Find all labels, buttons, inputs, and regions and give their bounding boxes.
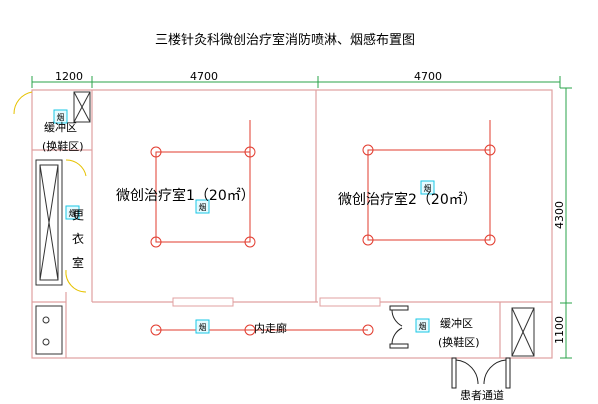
- changing-room-label-2: 衣: [72, 231, 84, 246]
- treatment-room-1-label: 微创治疗室1（20㎡）: [116, 187, 255, 204]
- sprinkler-head: [362, 144, 374, 156]
- sprinkler-network: [150, 120, 496, 336]
- smoke-detector-icon: [195, 199, 210, 214]
- cabinet-right: [511, 307, 535, 357]
- buffer-left-label-1: 缓冲区: [44, 120, 77, 134]
- smoke-detector-icon: [65, 205, 80, 220]
- detector-label: 烟: [199, 203, 207, 212]
- smoke-detector-icon: [53, 109, 68, 124]
- dim-right-lower: 1100: [553, 316, 566, 344]
- sprinkler-head: [244, 236, 256, 248]
- detector-label: 烟: [57, 113, 65, 122]
- buffer-left-label-2: (换鞋区): [42, 139, 84, 153]
- patient-passage-label: 患者通道: [460, 388, 504, 402]
- sprinkler-head: [150, 324, 162, 336]
- plan-title: 三楼针灸科微创治疗室消防喷淋、烟感布置图: [155, 32, 415, 48]
- cabinet-top-left: [73, 91, 91, 123]
- treatment-room-2-label: 微创治疗室2（20㎡）: [338, 191, 477, 208]
- detector-label: 烟: [424, 184, 432, 193]
- smoke-detector-icon: [415, 318, 430, 333]
- dim-right-upper: 4300: [553, 201, 566, 229]
- dim-top-left: 1200: [55, 70, 83, 83]
- dim-top-right: 4700: [414, 70, 442, 83]
- smoke-detectors: [53, 109, 435, 334]
- sprinkler-head: [484, 234, 496, 246]
- wardrobe: [35, 159, 63, 286]
- sliding-doors: [172, 297, 381, 307]
- door-swings: [13, 91, 87, 293]
- double-door: [389, 305, 409, 349]
- smoke-detector-icon: [420, 180, 435, 195]
- sprinkler-head: [244, 324, 256, 336]
- dim-top-mid: 4700: [190, 70, 218, 83]
- changing-room-label-3: 室: [72, 255, 84, 270]
- buffer-right-label-2: (换鞋区): [438, 335, 480, 349]
- sprinkler-head: [484, 144, 496, 156]
- sprinkler-head: [150, 146, 162, 158]
- sink: [35, 305, 63, 355]
- changing-room-label-1: 更: [72, 208, 84, 222]
- detector-label: 烟: [419, 322, 427, 331]
- detector-label: 烟: [69, 209, 77, 218]
- fixtures: [35, 91, 535, 357]
- smoke-detector-icon: [195, 319, 210, 334]
- corridor-label: 内走廊: [254, 321, 287, 335]
- sprinkler-head: [362, 234, 374, 246]
- entrance-door: [451, 357, 511, 389]
- sprinkler-head: [362, 324, 374, 336]
- detector-label: 烟: [199, 323, 207, 332]
- sprinkler-head: [244, 146, 256, 158]
- dimension-lines: [31, 76, 572, 359]
- walls: [31, 89, 553, 359]
- sprinkler-head: [150, 236, 162, 248]
- buffer-right-label-1: 缓冲区: [440, 316, 473, 330]
